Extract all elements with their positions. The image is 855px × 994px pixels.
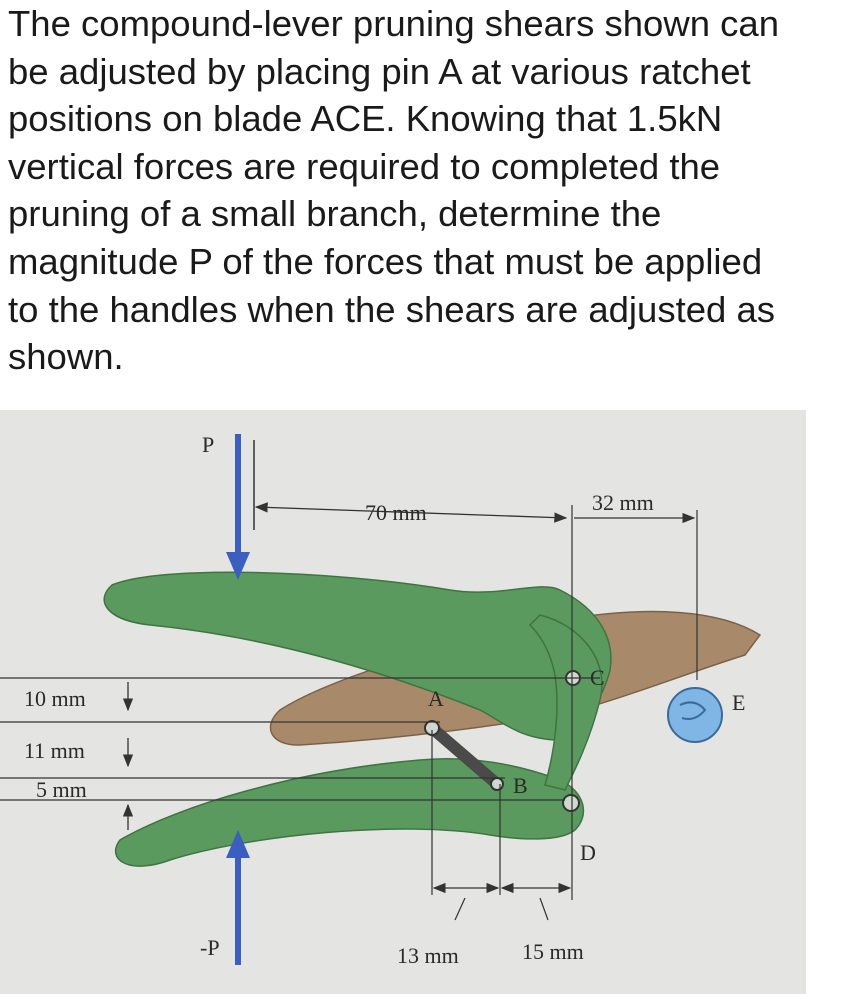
problem-statement: The compound-lever pruning shears shown … <box>8 0 853 381</box>
shears-figure: P -P 70 mm 32 mm 10 mm 11 mm 5 mm 13 mm … <box>0 410 806 994</box>
pin-d <box>562 794 580 812</box>
problem-line: be adjusted by placing pin A at various … <box>8 50 751 92</box>
dim-13-label: 13 mm <box>397 943 459 968</box>
point-e-label: E <box>732 690 745 715</box>
force-top-label: P <box>202 432 214 457</box>
problem-line: The compound-lever pruning shears shown … <box>8 3 779 44</box>
point-c-label: C <box>590 665 605 690</box>
dim-70-label: 70 mm <box>365 500 427 525</box>
problem-line: pruning of a small branch, determine the <box>8 193 662 235</box>
force-arrow-bottom-head <box>226 830 250 858</box>
problem-line: to the handles when the shears are adjus… <box>8 288 776 330</box>
link-ab <box>426 722 503 790</box>
dim-70-line <box>254 502 568 523</box>
point-d-label: D <box>580 840 596 865</box>
problem-line: shown. <box>8 336 124 378</box>
problem-line: vertical forces are required to complete… <box>8 145 721 187</box>
problem-line: positions on blade ACE. Knowing that 1.5… <box>8 98 723 140</box>
branch-grain-icon <box>679 701 707 720</box>
dim-10-label: 10 mm <box>24 686 86 711</box>
branch-e <box>667 687 723 743</box>
point-a-label: A <box>428 686 444 711</box>
lower-handle <box>114 757 585 867</box>
dim-32-label: 32 mm <box>592 490 654 515</box>
upper-jaw <box>528 614 603 791</box>
dim-5-label: 5 mm <box>36 777 87 802</box>
dim-11-label: 11 mm <box>24 738 85 763</box>
problem-line: magnitude P of the forces that must be a… <box>8 240 763 282</box>
dim-15-label: 15 mm <box>522 939 584 964</box>
shears-diagram: P -P 70 mm 32 mm 10 mm 11 mm 5 mm 13 mm … <box>0 432 762 968</box>
point-b-label: B <box>513 773 528 798</box>
pin-b <box>490 777 504 791</box>
force-bottom-label: -P <box>200 935 220 960</box>
force-arrow-top-head <box>226 552 250 580</box>
